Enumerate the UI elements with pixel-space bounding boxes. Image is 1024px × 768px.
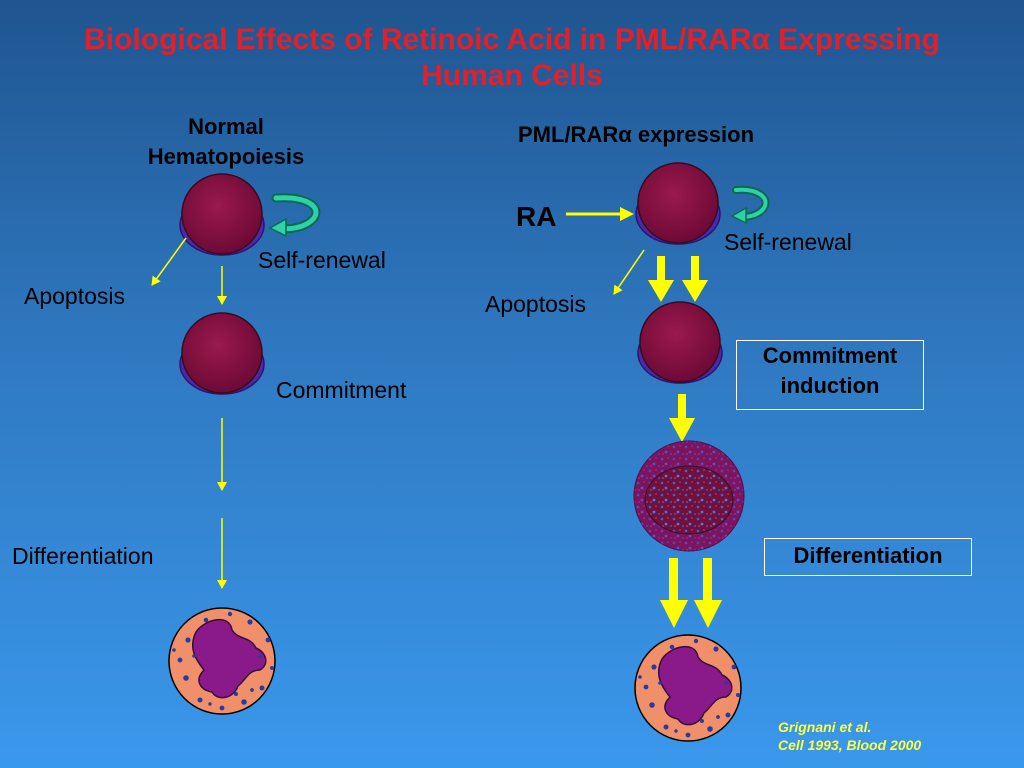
right-self-renewal-label: Self-renewal bbox=[724, 229, 852, 255]
left-self-renewal-arrow bbox=[268, 193, 321, 238]
left-header-line-1: Normal bbox=[188, 114, 264, 139]
right-stem-cell bbox=[635, 162, 721, 245]
left-differentiation-label: Differentiation bbox=[12, 543, 154, 569]
ra-label: RA bbox=[516, 201, 557, 232]
right-single-arrow bbox=[669, 394, 695, 442]
right-neutrophil bbox=[634, 634, 742, 742]
left-apoptosis-arrow bbox=[151, 237, 187, 286]
citation: Grignani et al. Cell 1993, Blood 2000 bbox=[778, 718, 921, 754]
title-line-2: Human Cells bbox=[421, 59, 603, 92]
commitment-induction-box: Commitment induction bbox=[736, 340, 924, 410]
left-stem-cell bbox=[179, 173, 265, 256]
right-committed-cell bbox=[637, 301, 723, 384]
right-differentiation-box: Differentiation bbox=[764, 538, 972, 576]
left-neutrophil bbox=[168, 607, 276, 715]
right-apoptosis-label: Apoptosis bbox=[485, 291, 587, 317]
left-committed-cell bbox=[179, 312, 265, 395]
right-double-arrow-2 bbox=[660, 558, 722, 628]
right-differentiating-cell bbox=[633, 440, 745, 552]
left-apoptosis-label: Apoptosis bbox=[24, 283, 126, 309]
left-header: Normal Hematopoiesis bbox=[120, 112, 332, 172]
right-apoptosis-arrow bbox=[613, 249, 645, 295]
right-double-arrow-1 bbox=[648, 256, 708, 302]
left-header-line-2: Hematopoiesis bbox=[147, 144, 305, 169]
commitment-induction-line-1: Commitment bbox=[762, 343, 898, 368]
left-commitment-label: Commitment bbox=[276, 377, 407, 403]
slide-title: Biological Effects of Retinoic Acid in P… bbox=[0, 22, 1024, 94]
left-self-renewal-label: Self-renewal bbox=[258, 247, 386, 273]
right-header: PML/RARα expression bbox=[518, 122, 755, 147]
commitment-induction-line-2: induction bbox=[780, 373, 880, 398]
citation-line-2: Cell 1993, Blood 2000 bbox=[778, 737, 922, 753]
title-line-1: Biological Effects of Retinoic Acid in P… bbox=[84, 23, 940, 56]
citation-line-1: Grignani et al. bbox=[778, 719, 872, 735]
right-self-renewal-arrow bbox=[730, 185, 770, 225]
